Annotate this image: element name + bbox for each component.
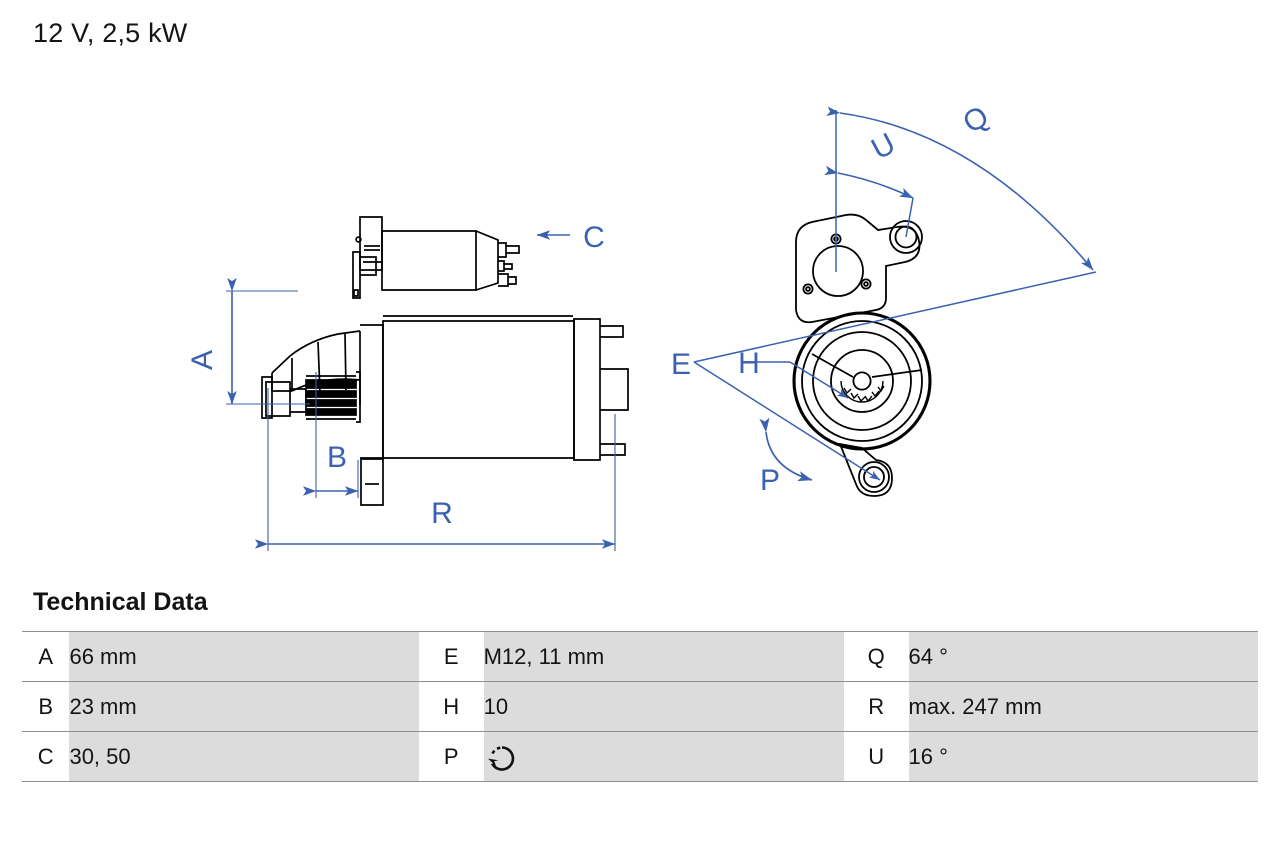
technical-data-heading: Technical Data — [33, 588, 208, 616]
dimension-h — [746, 361, 849, 399]
pinion-gear — [261, 371, 361, 423]
label-r: R — [431, 497, 453, 530]
label-c: C — [583, 221, 605, 254]
dimension-b — [302, 372, 359, 498]
side-view-dimensions — [226, 230, 616, 551]
table-row: C 30, 50 P U — [22, 731, 1258, 782]
row-key-c: C — [22, 731, 70, 782]
front-view-dimension-labels: E H P U Q — [671, 100, 995, 497]
page-title: 12 V, 2,5 kW — [33, 18, 188, 48]
rotation-ccw-icon — [484, 741, 518, 775]
front-view-drawing — [792, 213, 932, 497]
row-value-p — [483, 731, 844, 782]
row-key-q: Q — [843, 631, 909, 682]
mounting-bracket — [795, 213, 923, 324]
row-key-e: E — [418, 631, 484, 682]
drawings-svg: A B R C — [186, 100, 1097, 551]
drive-end-flange — [360, 261, 384, 506]
technical-data-table: A 66 mm E M12, 11 mm Q 64 ° B 23 mm H 10… — [22, 631, 1258, 782]
front-view-dimensions — [693, 106, 1097, 482]
label-u: U — [866, 127, 901, 166]
row-value-a: 66 mm — [69, 631, 419, 682]
solenoid-body — [352, 216, 499, 299]
technical-drawings: A B R C — [0, 40, 1280, 585]
row-value-b: 23 mm — [69, 681, 419, 732]
label-a: A — [186, 350, 219, 370]
dimension-a — [226, 277, 310, 405]
row-value-h: 10 — [483, 681, 844, 732]
table-row: B 23 mm H 10 R max. 247 mm — [22, 681, 1258, 732]
lower-mounting-lug — [838, 442, 893, 497]
row-key-u: U — [843, 731, 909, 782]
row-value-u: 16 ° — [908, 731, 1258, 782]
row-key-h: H — [418, 681, 484, 732]
pinion-teeth — [840, 380, 885, 403]
row-value-c: 30, 50 — [69, 731, 419, 782]
solenoid-terminals — [498, 242, 520, 287]
row-key-b: B — [22, 681, 70, 732]
row-value-q: 64 ° — [908, 631, 1258, 682]
motor-body — [382, 315, 629, 461]
label-b: B — [327, 441, 347, 474]
label-h: H — [738, 347, 760, 380]
dimension-r — [254, 388, 616, 551]
label-e: E — [671, 348, 691, 381]
row-key-p: P — [418, 731, 484, 782]
side-view-drawing — [261, 216, 629, 506]
motor-front-housing — [792, 311, 932, 451]
row-value-r: max. 247 mm — [908, 681, 1258, 732]
row-key-a: A — [22, 631, 70, 682]
label-p: P — [760, 464, 780, 497]
rotation-arrow-p — [759, 417, 813, 482]
angle-q — [826, 106, 1094, 271]
label-q: Q — [957, 100, 994, 140]
table-row: A 66 mm E M12, 11 mm Q 64 ° — [22, 631, 1258, 682]
side-view-dimension-labels: A B R C — [186, 221, 605, 530]
row-value-e: M12, 11 mm — [483, 631, 844, 682]
row-key-r: R — [843, 681, 909, 732]
